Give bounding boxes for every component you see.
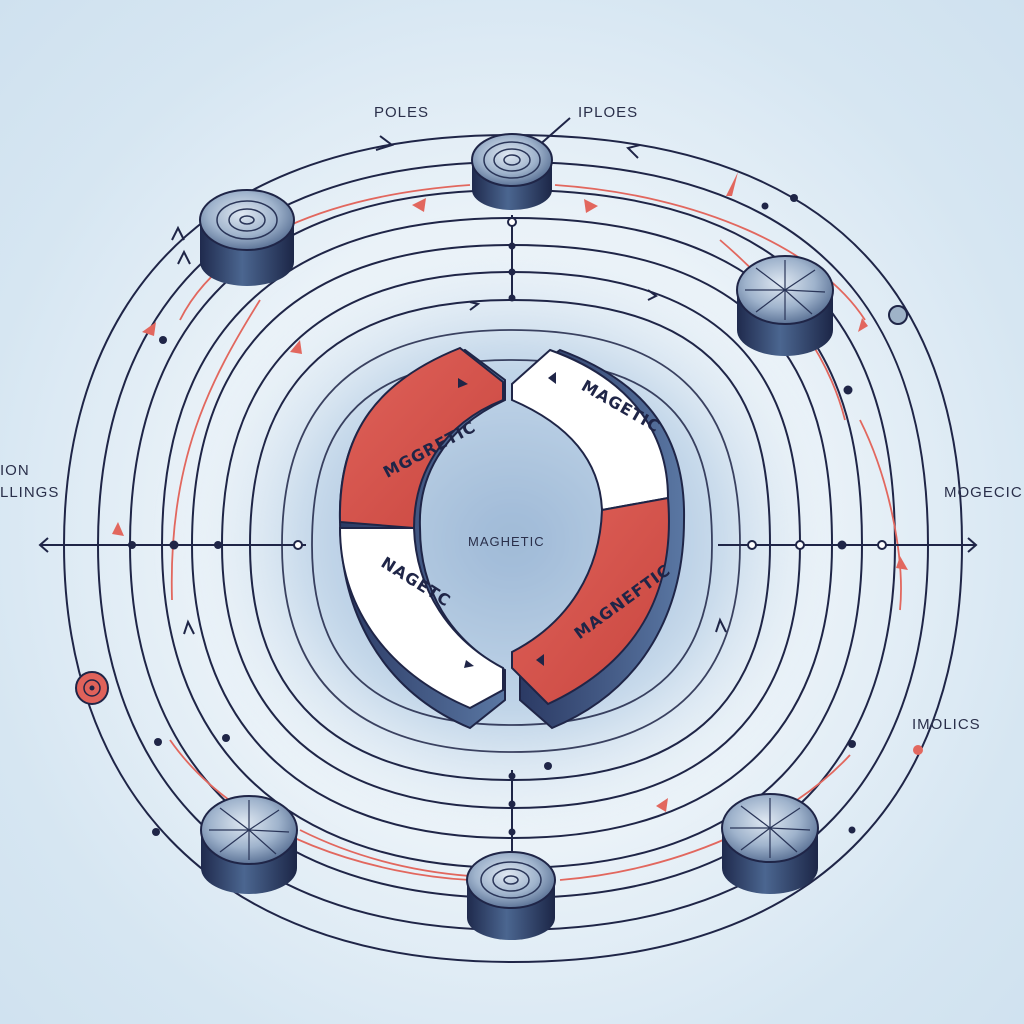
label-top-right: IPLOES — [578, 104, 639, 121]
magnet-right-white-face — [511, 348, 670, 512]
starburst-disk-icon — [736, 255, 834, 356]
red-arrowheads — [112, 172, 908, 812]
field-dots — [128, 194, 887, 836]
magnet: MGGRETIC MAGETIC NAGETC MAGNEFTIC — [338, 346, 686, 730]
label-bottom-right: IMOLICS — [912, 716, 981, 733]
magnet-left-white-face — [338, 527, 504, 710]
magnet-right-red-face — [511, 496, 670, 706]
spiral-disk-icon — [466, 851, 556, 940]
red-target-icon — [75, 671, 109, 705]
starburst-disk-icon — [200, 795, 298, 894]
inner-field-lines — [281, 329, 741, 753]
label-top-left: POLES — [374, 104, 430, 121]
label-left-line2: LLINGS — [0, 484, 60, 501]
label-left-line1: ION — [0, 462, 30, 479]
grey-dot-icon — [888, 305, 908, 325]
spiral-disk-icon — [471, 133, 553, 210]
red-dot-icon — [913, 745, 923, 755]
label-right: MOGECIC — [944, 484, 1023, 501]
navy-arrows — [38, 135, 978, 635]
starburst-disk-icon — [721, 793, 819, 894]
center-glow — [182, 240, 842, 840]
spiral-disk-icon — [199, 189, 295, 286]
magnet-left-red-face — [338, 346, 504, 530]
label-center: MAGHETIC — [468, 534, 545, 549]
